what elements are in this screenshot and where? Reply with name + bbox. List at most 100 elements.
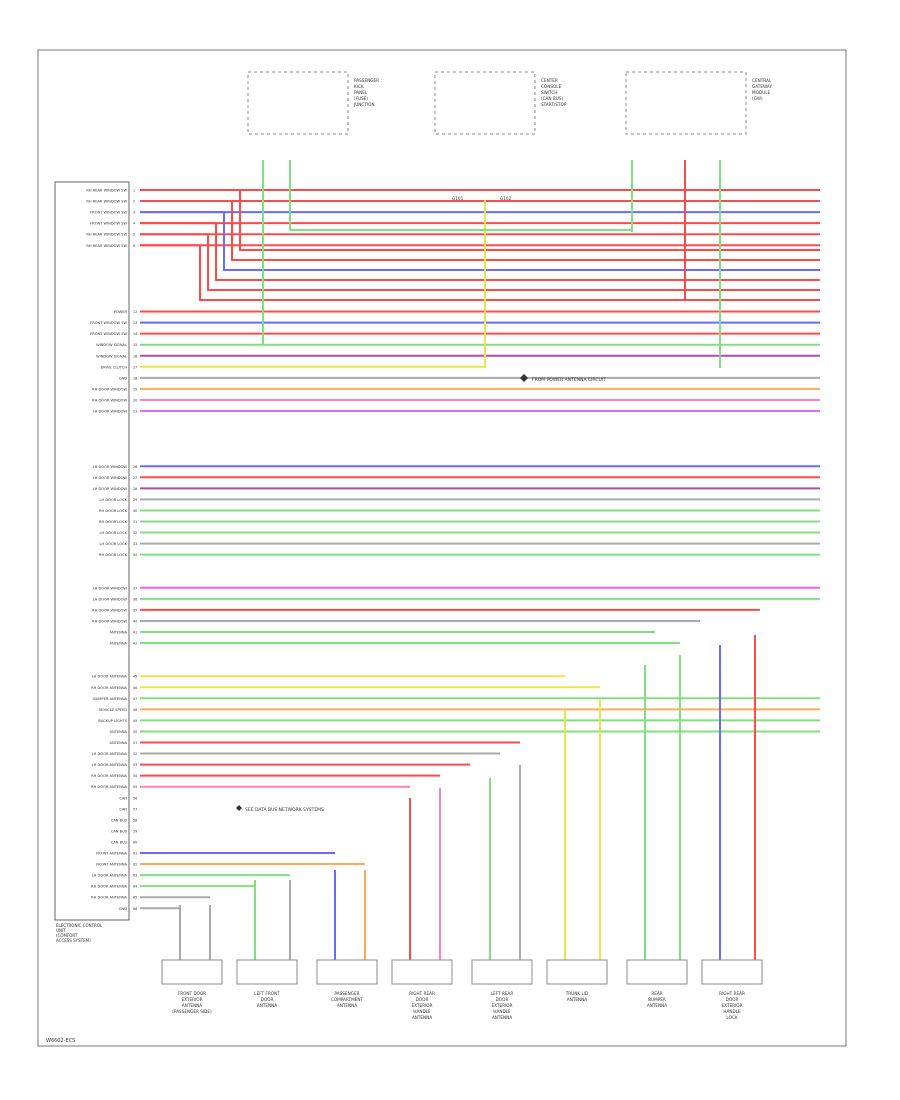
top-component-label: (FUSE) <box>354 96 368 101</box>
module-pin-label: RH DOOR LOCK <box>99 553 128 557</box>
bottom-component-label: DOOR <box>416 997 429 1002</box>
pin-number: 59 <box>133 829 137 833</box>
wire-blue <box>140 211 820 271</box>
bottom-component-label: ANTENNA <box>567 997 587 1002</box>
pin-number: 14 <box>133 332 137 336</box>
top-component-label: (GW) <box>752 96 763 101</box>
module-pin-label: DRIVE CLUTCH <box>101 365 128 369</box>
pin-number: 63 <box>133 874 137 878</box>
top-component-label: MODULE <box>752 90 771 95</box>
bottom-component-label: FRONT DOOR <box>178 991 206 996</box>
bottom-component-box <box>471 959 533 985</box>
svg-text:SEE DATA BUS NETWORK SYSTEMS: SEE DATA BUS NETWORK SYSTEMS <box>245 807 324 813</box>
module-pin-label: RH DOOR WINDOW <box>92 608 127 612</box>
top-component-label: (CAN BUS) <box>541 96 563 101</box>
bottom-component-label: COMPARTMENT <box>331 997 364 1002</box>
pin-number: 51 <box>133 741 137 745</box>
bottom-component-label: HANDLE <box>723 1009 741 1014</box>
pin-number: 48 <box>133 708 137 712</box>
module-pin-label: LH DOOR LOCK <box>100 498 128 502</box>
module-pin-label: LH DOOR WINDOW <box>93 597 128 601</box>
pin-number: 55 <box>133 785 137 789</box>
pin-number: 47 <box>133 697 137 701</box>
svg-text:FROM POWER ANTENNA CIRCUIT: FROM POWER ANTENNA CIRCUIT <box>532 377 606 383</box>
pin-number: 65 <box>133 896 137 900</box>
module-pin-label: ANTENNA <box>110 642 128 646</box>
pin-number: 1 <box>133 189 135 193</box>
top-component-label: KICK <box>354 84 364 89</box>
module-pin-label: FRONT WINDOW SW <box>90 332 127 336</box>
module-pin-label: LH DOOR ANTENNA <box>92 874 128 878</box>
bottom-component-box <box>161 959 223 985</box>
module-pin-label: FRONT WINDOW SW <box>90 222 127 226</box>
module-pin-label: ANTENNA <box>110 741 128 745</box>
pin-number: 13 <box>133 321 137 325</box>
bottom-component-label: HANDLE <box>413 1009 431 1014</box>
module-pin-label: RH DOOR ANTENNA <box>91 785 127 789</box>
pin-number: 5 <box>133 233 135 237</box>
module-pin-label: CAN BUS <box>111 818 128 822</box>
bottom-component-label: DOOR <box>261 997 274 1002</box>
module-pin-label: FRONT WINDOW SW <box>90 211 127 215</box>
module-pin-label: LH DOOR WINDOW <box>93 476 128 480</box>
module-pin-label: BUMPER ANTENNA <box>93 697 127 701</box>
module-pin-label: LH DOOR ANTENNA <box>92 763 128 767</box>
bottom-component-label: PASSENGER <box>334 991 359 996</box>
module-pin-label: CAN <box>119 807 127 811</box>
pin-number: 41 <box>133 631 137 635</box>
bottom-component-label: EXTERIOR <box>492 1003 513 1008</box>
bottom-component-label: ANTENNA <box>257 1003 277 1008</box>
bottom-component-label: RIGHT REAR <box>409 991 435 996</box>
module-pin-label: RH REAR WINDOW SW <box>86 244 127 248</box>
module-pin-label: ANTENNA <box>110 631 128 635</box>
module-pin-label: LH DOOR LOCK <box>100 542 128 546</box>
pin-number: 19 <box>133 387 137 391</box>
bottom-component-label: ANTENNA <box>647 1003 667 1008</box>
bottom-component-box <box>626 959 688 985</box>
module-pin-label: RH DOOR WINDOW <box>92 398 127 402</box>
top-component-label: START/STOP <box>541 102 567 107</box>
module-pin-label: RH DOOR ANTENNA <box>91 774 127 778</box>
pin-number: 58 <box>133 818 137 822</box>
bottom-component-label: HANDLE <box>493 1009 511 1014</box>
module-pin-label: LH DOOR WINDOW <box>93 487 128 491</box>
bottom-component-label: EXTERIOR <box>182 997 203 1002</box>
pin-number: 42 <box>133 642 137 646</box>
top-component-box <box>625 71 747 135</box>
pin-number: 21 <box>133 410 137 414</box>
pin-number: 61 <box>133 852 137 856</box>
module-pin-label: ANTENNA <box>110 730 128 734</box>
top-component-label: PANEL <box>354 90 368 95</box>
pin-number: 2 <box>133 200 135 204</box>
bottom-component-label: LOCK <box>726 1015 737 1020</box>
pin-number: 50 <box>133 730 137 734</box>
bottom-component-box <box>391 959 453 985</box>
bottom-component-label: ANTENNA <box>182 1003 202 1008</box>
module-pin-label: RH DOOR WINDOW <box>92 387 127 391</box>
bottom-component-box <box>316 959 378 985</box>
pin-number: 54 <box>133 774 137 778</box>
top-component-label: CENTRAL <box>752 78 772 83</box>
bottom-component-label: ANTENNA <box>337 1003 357 1008</box>
pin-number: 39 <box>133 608 137 612</box>
top-components: PASSENGERKICKPANEL(FUSE)JUNCTIONCENTERCO… <box>247 71 772 201</box>
pin-number: 26 <box>133 465 137 469</box>
pin-number: 37 <box>133 586 137 590</box>
bottom-component-label: (PASSENGER SIDE) <box>172 1009 212 1014</box>
wire-red <box>140 200 820 261</box>
module-pin-label: CAN <box>119 796 127 800</box>
bottom-component-box <box>546 959 608 985</box>
pin-number: 27 <box>133 476 137 480</box>
pin-number: 29 <box>133 498 137 502</box>
module-pin-label: LH DOOR WINDOW <box>93 410 128 414</box>
pin-number: 6 <box>133 244 135 248</box>
pin-number: 52 <box>133 752 137 756</box>
module-pin-label: GND <box>119 907 127 911</box>
top-component-label: GATEWAY <box>752 84 772 89</box>
pin-number: 12 <box>133 310 137 314</box>
module-pin-label: CAN BUS <box>111 829 128 833</box>
